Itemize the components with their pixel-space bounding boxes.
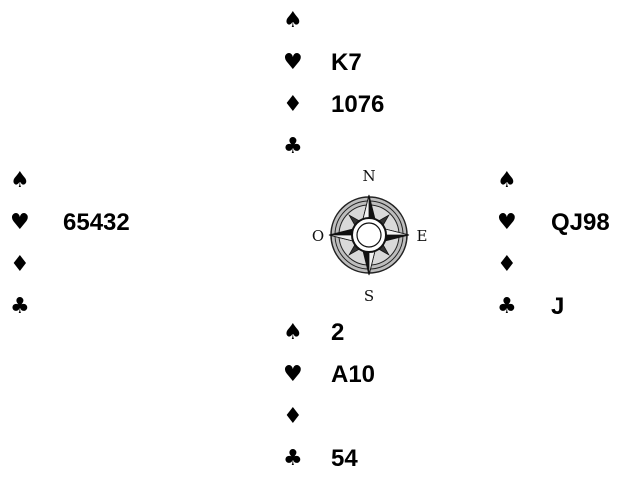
club-icon: ♣ bbox=[283, 134, 303, 159]
spade-icon: ♠ bbox=[497, 168, 517, 193]
club-icon: ♣ bbox=[283, 446, 303, 471]
heart-icon: ♥ bbox=[283, 362, 303, 387]
spade-icon: ♠ bbox=[10, 168, 30, 193]
east-clubs: J bbox=[551, 293, 565, 320]
diamond-icon: ♦ bbox=[10, 252, 30, 277]
compass-east-label: E bbox=[417, 227, 428, 245]
heart-icon: ♥ bbox=[497, 210, 517, 235]
diamond-icon: ♦ bbox=[283, 92, 303, 117]
compass-west-label: O bbox=[312, 227, 324, 245]
spade-icon: ♠ bbox=[283, 320, 303, 345]
diamond-icon: ♦ bbox=[497, 252, 517, 277]
club-icon: ♣ bbox=[497, 294, 517, 319]
heart-icon: ♥ bbox=[283, 50, 303, 75]
diamond-icon: ♦ bbox=[283, 404, 303, 429]
west-hearts: 65432 bbox=[63, 209, 130, 236]
north-diamonds: 1076 bbox=[331, 91, 385, 118]
south-hearts: A10 bbox=[331, 361, 376, 388]
heart-icon: ♥ bbox=[10, 210, 30, 235]
compass-south-label: S bbox=[364, 287, 374, 305]
south-spades: 2 bbox=[331, 319, 345, 346]
compass-north-label: N bbox=[362, 167, 375, 185]
east-hearts: QJ98 bbox=[551, 209, 610, 236]
spade-icon: ♠ bbox=[283, 8, 303, 33]
north-hearts: K7 bbox=[331, 49, 362, 76]
club-icon: ♣ bbox=[10, 294, 30, 319]
compass-rose-icon: N E S O bbox=[312, 167, 428, 305]
south-clubs: 54 bbox=[331, 445, 358, 472]
